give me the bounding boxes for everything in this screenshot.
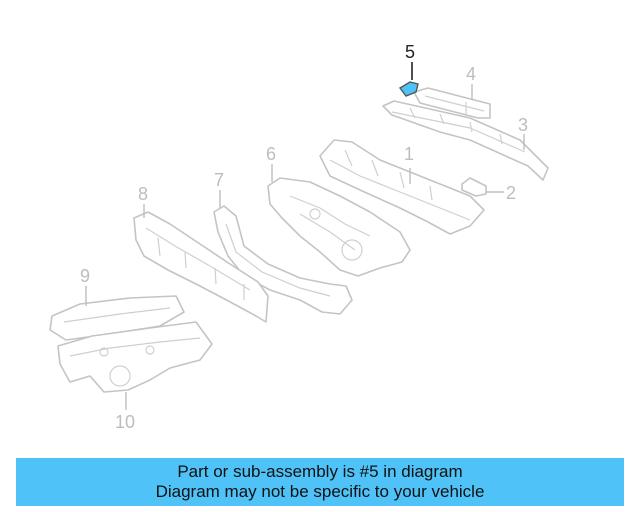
- part-5-shape: [398, 81, 419, 97]
- callout-4: 4: [466, 64, 476, 84]
- part-9-shape: [49, 295, 185, 341]
- callout-5: 5: [405, 42, 415, 62]
- callout-7: 7: [214, 170, 224, 190]
- part-3-shape: [382, 100, 549, 181]
- banner-line-2: Diagram may not be specific to your vehi…: [155, 482, 485, 501]
- callout-8: 8: [138, 184, 148, 204]
- part-10-shape: [57, 321, 213, 393]
- part-8-shape: [133, 211, 269, 323]
- callout-1: 1: [404, 144, 414, 164]
- part-2-shape: [461, 177, 487, 197]
- part-4-shape: [413, 87, 491, 119]
- callout-10: 10: [115, 412, 135, 432]
- part-1-shape: [319, 139, 485, 235]
- callout-2: 2: [506, 183, 516, 203]
- parts-diagram: 1 2 3 4 5 6 7 8 9 10: [49, 42, 549, 432]
- callout-3: 3: [518, 115, 528, 135]
- part-6-shape: [267, 177, 411, 277]
- info-banner: Part or sub-assembly is #5 in diagram Di…: [16, 458, 624, 506]
- callout-9: 9: [80, 266, 90, 286]
- callout-6: 6: [266, 144, 276, 164]
- banner-line-1: Part or sub-assembly is #5 in diagram: [177, 462, 463, 481]
